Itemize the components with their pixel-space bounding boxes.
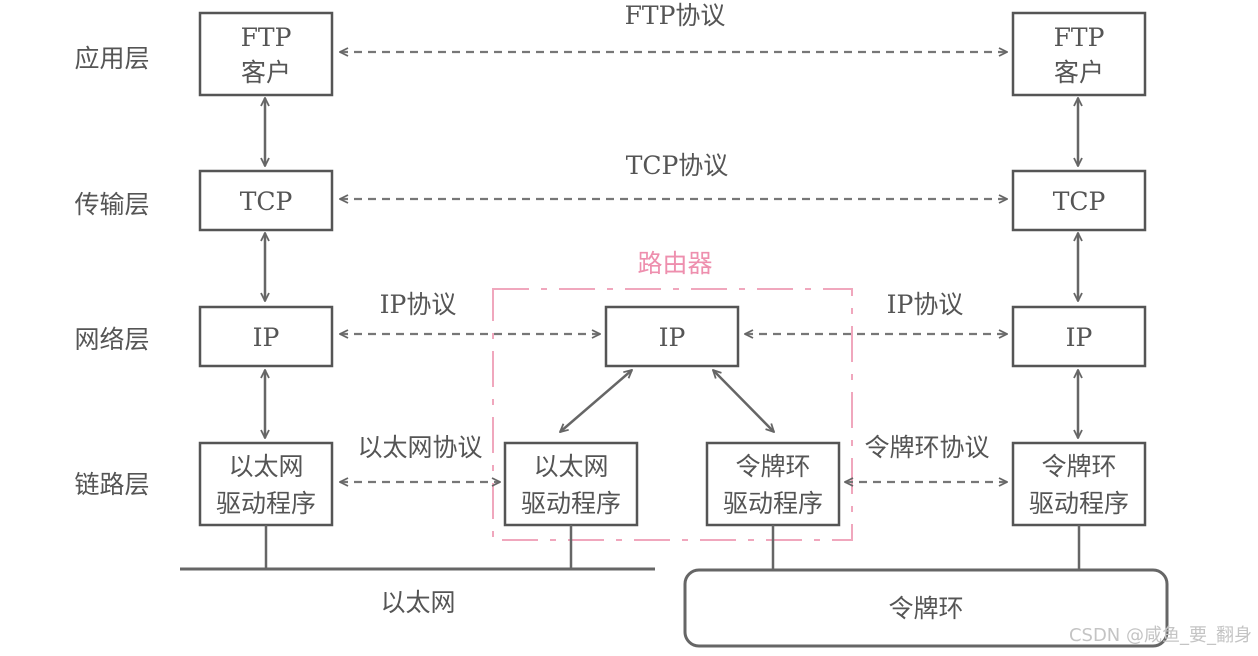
right-driver-line1: 令牌环 [1041,452,1116,481]
right-tcp-box [1011,169,1147,232]
right-ftp-line2: 客户 [1054,58,1104,87]
right-driver-box [1011,441,1147,527]
token-ring-network [683,568,1169,648]
router-ip-eth-arrow [560,370,632,432]
router-boundary [492,288,853,541]
right-ftp-line1: FTP [1054,23,1105,52]
router-eth-driver-line1: 以太网 [533,452,608,481]
router-ip-box [604,305,740,368]
left-tcp-box [198,169,334,232]
left-driver-line2: 驱动程序 [216,489,316,518]
left-driver-line1: 以太网 [228,452,303,481]
router-ip-label: IP [659,323,686,352]
left-ftp-client-box [198,11,334,97]
left-ftp-line2: 客户 [241,58,291,87]
layer-label-transport: 传输层 [74,190,149,219]
right-ftp-client-box [1011,11,1147,97]
layer-label-link: 链路层 [74,470,149,499]
router-token-driver-box [705,441,841,527]
router-ip-token-arrow [713,370,774,432]
left-ip-box [198,305,334,368]
tcp-protocol-label: TCP协议 [626,151,729,180]
router-token-driver-line1: 令牌环 [735,452,810,481]
right-driver-line2: 驱动程序 [1029,489,1129,518]
watermark-text: CSDN @咸鱼_要_翻身 [1069,625,1252,646]
ip-protocol-right-label: IP协议 [887,290,964,319]
right-ip-box [1011,305,1147,368]
ftp-protocol-label: FTP协议 [625,1,726,30]
router-eth-driver-line2: 驱动程序 [521,489,621,518]
ip-protocol-left-label: IP协议 [380,290,457,319]
left-ip-label: IP [253,323,280,352]
left-ftp-line1: FTP [241,23,292,52]
ethernet-network-label: 以太网 [380,588,455,617]
layer-label-network: 网络层 [74,325,149,354]
token-ring-protocol-label: 令牌环协议 [864,433,989,462]
token-ring-network-label: 令牌环 [888,594,963,623]
right-tcp-label: TCP [1053,187,1106,216]
right-ip-label: IP [1066,323,1093,352]
left-driver-box [198,441,334,527]
layer-label-application: 应用层 [74,44,149,73]
router-label: 路由器 [637,249,712,278]
router-token-driver-line2: 驱动程序 [723,489,823,518]
ethernet-protocol-label: 以太网协议 [357,433,482,462]
router-eth-driver-box [503,441,639,527]
left-tcp-label: TCP [240,187,293,216]
